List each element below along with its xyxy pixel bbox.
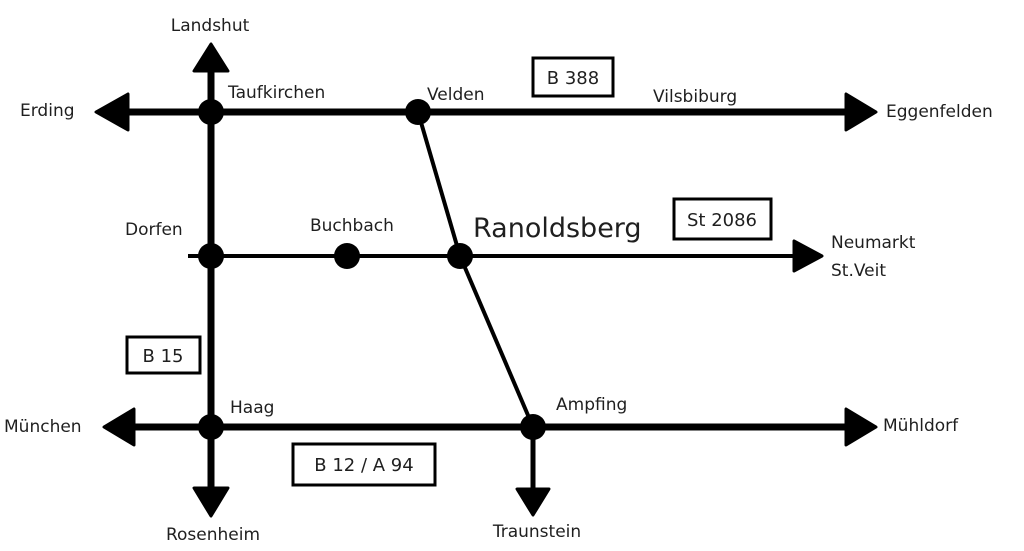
label-eggenfelden: Eggenfelden xyxy=(886,102,993,122)
label-st-veit: St.Veit xyxy=(831,261,886,281)
road-sign-b12-a94: B 12 / A 94 xyxy=(291,442,437,487)
road-diagonal-line-south xyxy=(458,255,535,428)
label-vilsbiburg: Vilsbiburg xyxy=(653,87,737,107)
road-sign-b388-text: B 388 xyxy=(547,68,599,89)
node-dorfen xyxy=(198,243,224,269)
arrow-right-icon-neumarkt xyxy=(792,239,824,273)
arrow-up-icon-landshut xyxy=(192,42,230,73)
arrow-right-icon-muehldorf xyxy=(844,407,878,447)
arrow-down-icon-traunstein xyxy=(515,487,551,517)
road-sign-st2086-text: St 2086 xyxy=(687,210,757,231)
road-sign-b15: B 15 xyxy=(125,335,202,375)
label-velden: Velden xyxy=(427,85,485,105)
node-buchbach xyxy=(334,243,360,269)
node-velden xyxy=(405,99,431,125)
label-rosenheim: Rosenheim xyxy=(166,525,260,545)
node-ranoldsberg xyxy=(447,243,473,269)
label-ampfing: Ampfing xyxy=(556,395,627,415)
label-landshut: Landshut xyxy=(171,16,250,36)
road-sign-b388: B 388 xyxy=(531,56,615,98)
arrow-right-icon-eggenfelden xyxy=(844,92,878,132)
label-muehldorf: Mühldorf xyxy=(883,416,959,436)
label-taufkirchen: Taufkirchen xyxy=(227,83,325,103)
arrow-down-icon-rosenheim xyxy=(192,486,230,518)
label-muenchen: München xyxy=(4,417,82,437)
label-neumarkt: Neumarkt xyxy=(831,233,916,253)
arrow-left-icon-muenchen xyxy=(102,407,136,447)
road-diagonal-line xyxy=(416,111,462,257)
label-traunstein: Traunstein xyxy=(492,522,581,542)
label-ranoldsberg: Ranoldsberg xyxy=(473,213,642,244)
node-haag xyxy=(198,414,224,440)
road-sign-b12-a94-text: B 12 / A 94 xyxy=(314,455,413,476)
road-sign-b15-text: B 15 xyxy=(143,346,184,367)
node-taufkirchen xyxy=(198,99,224,125)
road-sign-st2086: St 2086 xyxy=(672,197,773,241)
label-buchbach: Buchbach xyxy=(310,216,394,236)
label-haag: Haag xyxy=(230,398,274,418)
arrow-left-icon-erding xyxy=(94,92,130,132)
node-ampfing xyxy=(520,414,546,440)
label-dorfen: Dorfen xyxy=(125,220,183,240)
label-erding: Erding xyxy=(20,101,75,121)
